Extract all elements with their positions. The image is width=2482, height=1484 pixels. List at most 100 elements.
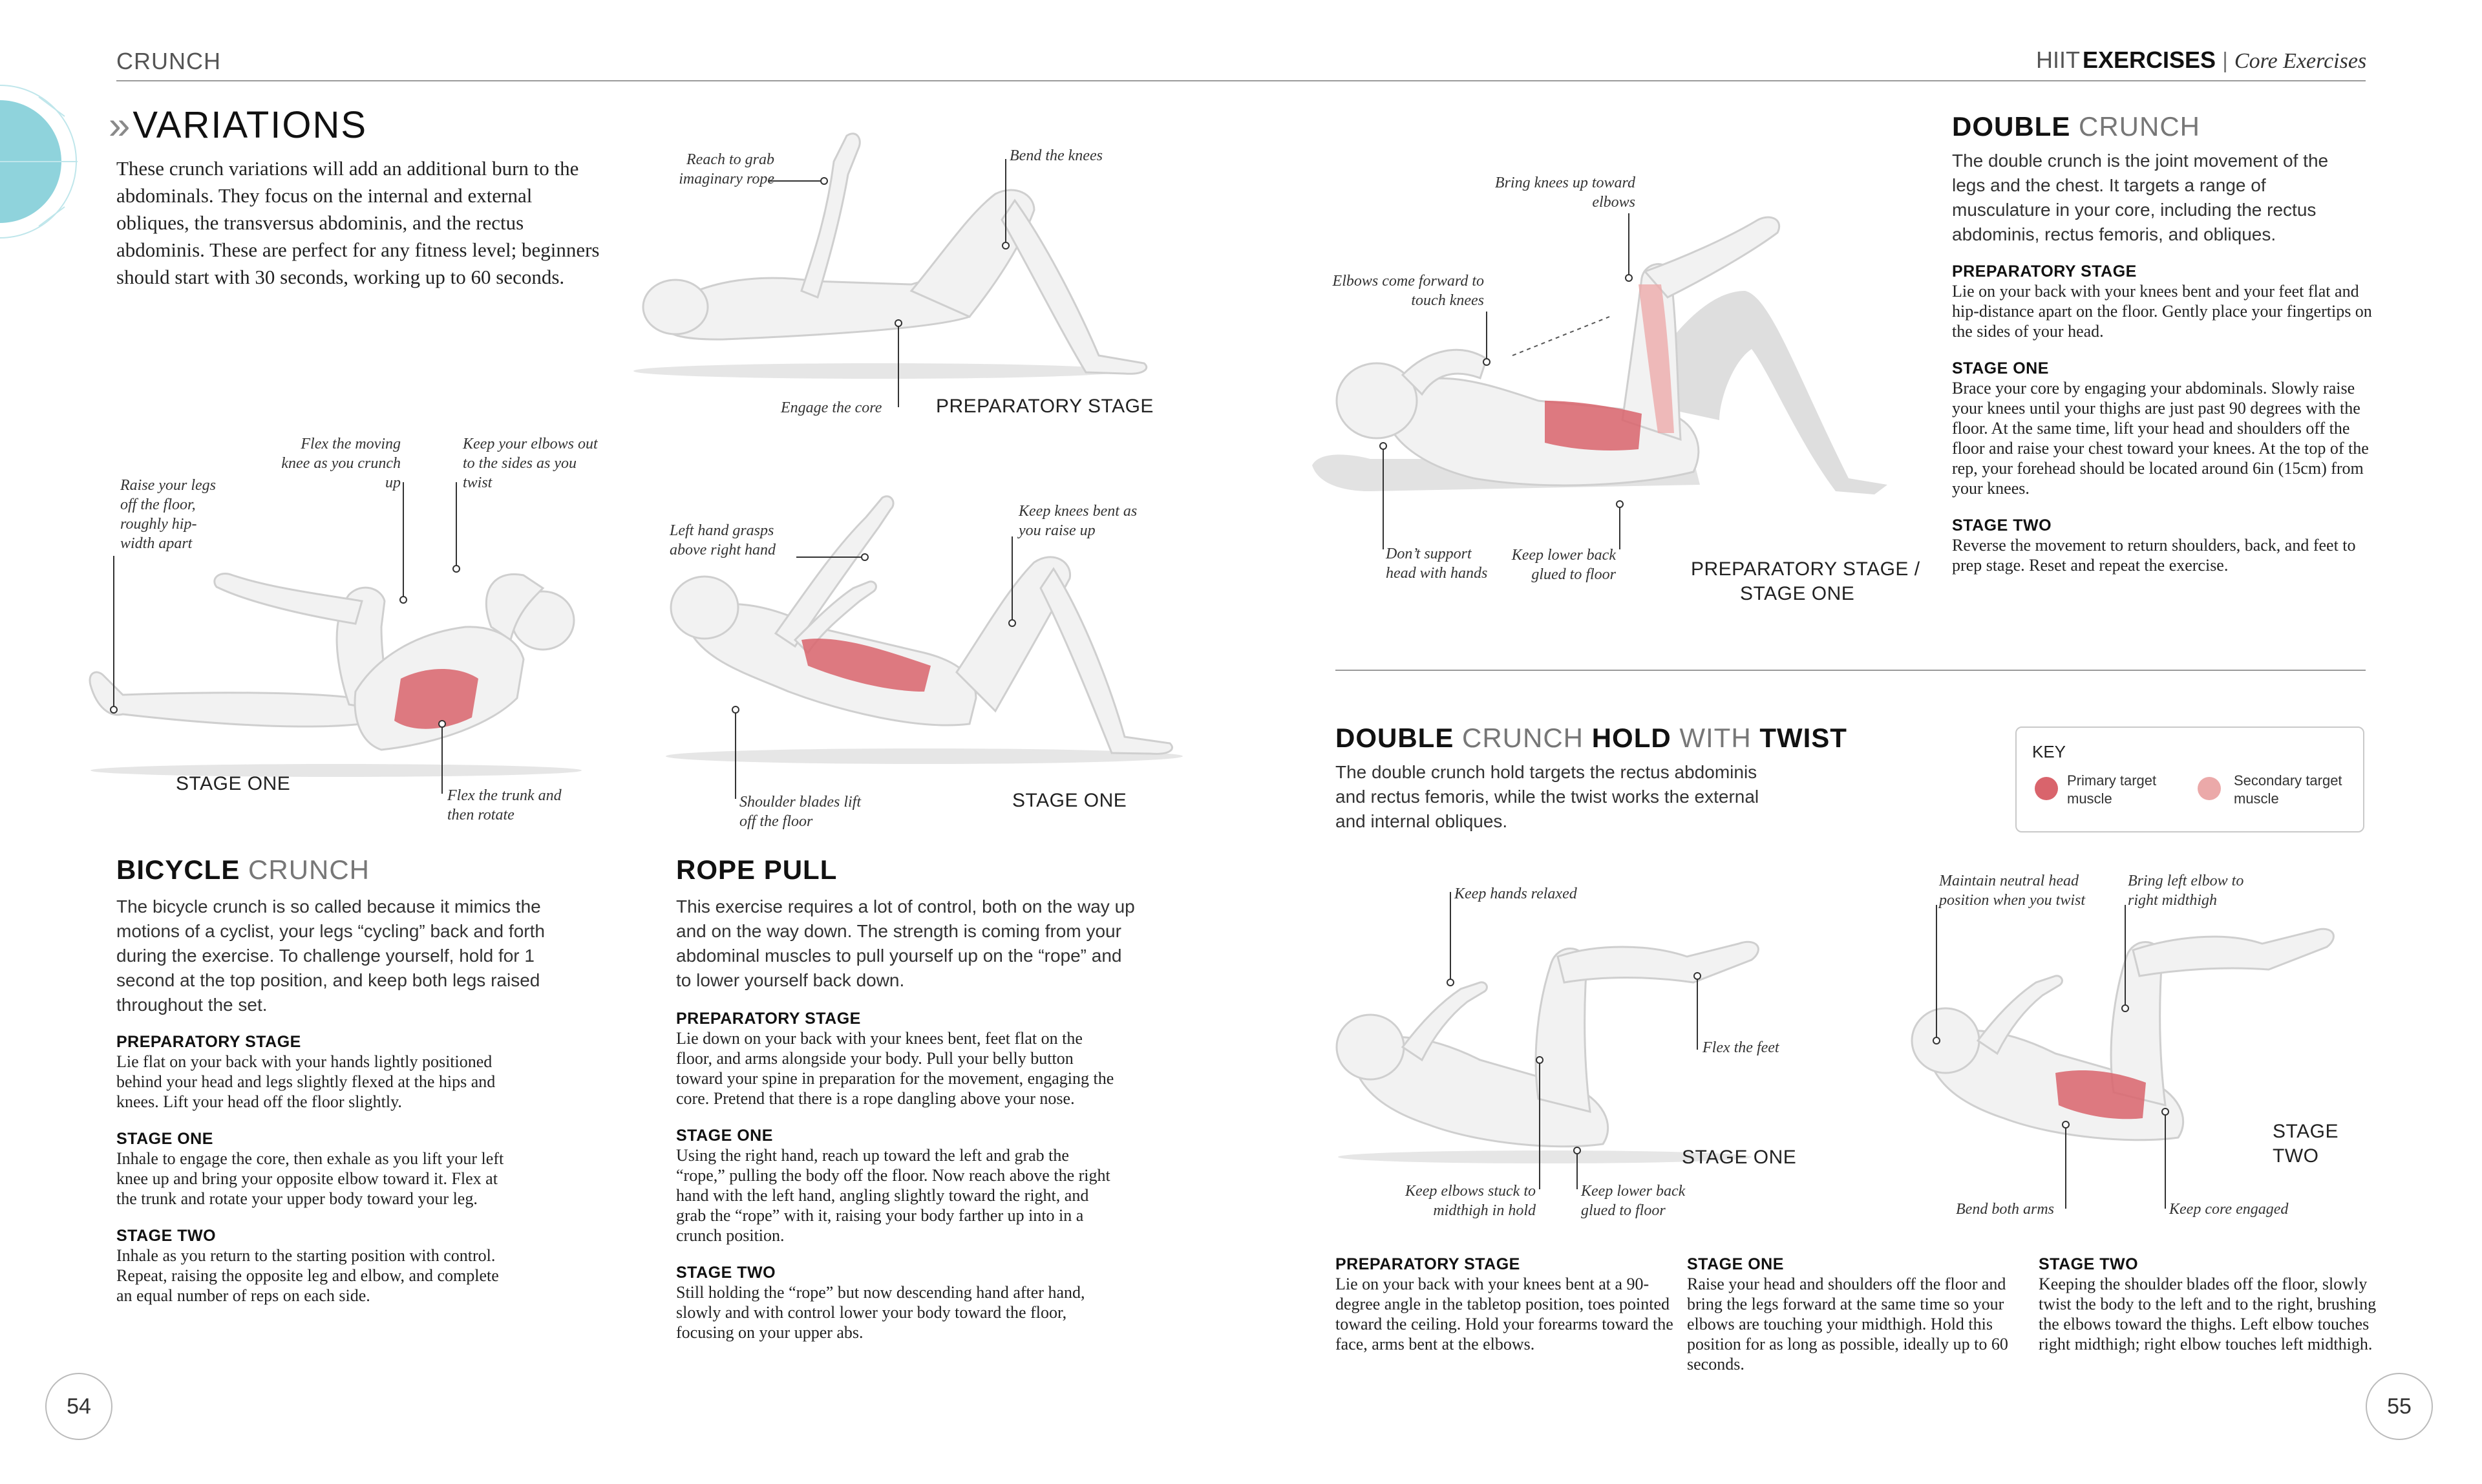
bicycle-intro: The bicycle crunch is so called because …: [116, 896, 545, 1015]
bicycle-note-trunk: Flex the trunk and then rotate: [447, 787, 562, 823]
hold-step-heading: STAGE ONE: [1687, 1255, 1784, 1273]
rope-step-heading: STAGE ONE: [676, 1127, 773, 1145]
page-number-left: 54: [45, 1373, 112, 1440]
rope-step-heading: STAGE TWO: [676, 1264, 776, 1282]
section-tab-decoration: [0, 85, 78, 238]
primary-swatch: [2035, 777, 2058, 800]
header-divider: |: [2222, 48, 2228, 73]
double-crunch-illustration: [1312, 216, 1887, 494]
double-title-bold: DOUBLE: [1952, 111, 2071, 142]
hold1-note-back: Keep lower back glued to floor: [1581, 1183, 1686, 1219]
double-step-heading: STAGE ONE: [1952, 359, 2049, 377]
chevron-icon: »: [109, 103, 131, 147]
bicycle-title-light: CRUNCH: [248, 854, 370, 885]
double-crunch-intro: The double crunch is the joint movement …: [1952, 151, 2329, 244]
hold-step-text: Lie on your back with your knees bent at…: [1335, 1275, 1673, 1353]
page-number-right: 55: [2366, 1373, 2433, 1440]
variations-heading: » VARIATIONS: [109, 103, 367, 147]
hold-step-text: Keeping the shoulder blades off the floo…: [2039, 1275, 2377, 1353]
key-title: KEY: [2032, 742, 2066, 761]
rope-pull-intro: This exercise requires a lot of control,…: [676, 896, 1135, 990]
header-chapter: Core Exercises: [2234, 49, 2367, 73]
hold1-note-elbows: Keep elbows stuck to midthigh in hold: [1405, 1183, 1536, 1219]
bicycle-step-heading: STAGE ONE: [116, 1130, 213, 1148]
rope-pull-stage-illustration: [666, 495, 1183, 764]
rope-prep-stage-label: PREPARATORY STAGE: [936, 396, 1154, 417]
rope-prep-note-core: Engage the core: [781, 399, 882, 416]
double-stage-label-2: STAGE ONE: [1740, 583, 1855, 604]
variations-intro: These crunch variations will add an addi…: [116, 157, 600, 288]
hold-step-col-3: STAGE TWO Keeping the shoulder blades of…: [2039, 1255, 2381, 1354]
double-note-back: Keep lower back glued to floor: [1511, 547, 1616, 583]
double-stage-label-1: PREPARATORY STAGE /: [1691, 558, 1920, 580]
double-step-heading: STAGE TWO: [1952, 516, 2052, 535]
hold-title-2: CRUNCH: [1462, 723, 1584, 753]
rope-stage-label: STAGE ONE: [1012, 790, 1127, 811]
hold1-stage-label: STAGE ONE: [1682, 1147, 1797, 1168]
secondary-swatch: [2198, 777, 2221, 800]
bicycle-title-bold: BICYCLE: [116, 854, 240, 885]
hold-stage-two-illustration: [1911, 928, 2335, 1141]
hold-step-heading: PREPARATORY STAGE: [1335, 1255, 1520, 1273]
running-header-right: HIIT EXERCISES | Core Exercises: [2036, 47, 2366, 74]
bicycle-title: BICYCLE CRUNCH: [116, 854, 370, 885]
header-rule-left: [116, 80, 1249, 81]
hold-step-col-2: STAGE ONE Raise your head and shoulders …: [1687, 1255, 2030, 1374]
rope-step-text: Using the right hand, reach up toward th…: [676, 1146, 1110, 1245]
rope-step-heading: PREPARATORY STAGE: [676, 1010, 861, 1028]
variations-title: VARIATIONS: [133, 104, 368, 146]
bicycle-step-heading: PREPARATORY STAGE: [116, 1033, 301, 1051]
rope-prep-note-reach: Reach to grab imaginary rope: [679, 151, 774, 187]
bicycle-note-flex-knee: Flex the moving knee as you crunch up: [281, 436, 401, 491]
rope-prep-note-knees: Bend the knees: [1010, 147, 1103, 164]
hold-title-1: DOUBLE: [1335, 723, 1454, 753]
rope-pull-prep-illustration: [633, 132, 1148, 379]
hold-step-col-1: PREPARATORY STAGE Lie on your back with …: [1335, 1255, 1678, 1354]
hold2-note-head: Maintain neutral head position when you …: [1939, 873, 2086, 909]
double-step-heading: PREPARATORY STAGE: [1952, 262, 2137, 281]
rope-stage-note-knees: Keep knees bent as you raise up: [1019, 503, 1138, 539]
double-title-light: CRUNCH: [2079, 111, 2201, 142]
double-step-text: Brace your core by engaging your abdomin…: [1952, 379, 2369, 498]
rope-stage-note-shoulder: Shoulder blades lift off the floor: [739, 794, 861, 830]
key-primary-label: Primary target muscle: [2067, 772, 2157, 807]
bicycle-crunch-illustration: [89, 573, 582, 777]
hold-step-heading: STAGE TWO: [2039, 1255, 2139, 1273]
rope-step-text: Lie down on your back with your knees be…: [676, 1029, 1114, 1108]
hold-title-3: HOLD: [1591, 723, 1671, 753]
rope-pull-steps: PREPARATORY STAGE Lie down on your back …: [676, 1010, 1116, 1342]
hold2-stage-label-1: STAGE: [2273, 1121, 2339, 1142]
double-crunch-steps: PREPARATORY STAGE Lie on your back with …: [1952, 262, 2372, 575]
bicycle-step-heading: STAGE TWO: [116, 1227, 217, 1245]
double-crunch-title: DOUBLE CRUNCH: [1952, 111, 2200, 142]
header-prefix: HIIT: [2036, 47, 2080, 73]
bicycle-step-text: Inhale as you return to the starting pos…: [116, 1246, 499, 1305]
hold1-note-feet: Flex the feet: [1702, 1039, 1779, 1056]
header-section: EXERCISES: [2083, 47, 2216, 73]
bicycle-stage-label: STAGE ONE: [176, 773, 291, 794]
muscle-key: KEY Primary target muscle Secondary targ…: [2015, 726, 2364, 832]
hold-title-4: WITH: [1679, 723, 1752, 753]
section-divider: [1335, 670, 2366, 671]
bicycle-steps: PREPARATORY STAGE Lie flat on your back …: [116, 1033, 504, 1306]
double-step-text: Lie on your back with your knees bent an…: [1952, 282, 2372, 341]
hold-twist-title: DOUBLE CRUNCH HOLD WITH TWIST: [1335, 723, 1847, 754]
rope-step-text: Still holding the “rope” but now descend…: [676, 1283, 1085, 1342]
hold-stage-one-illustration: [1335, 940, 1759, 1163]
hold1-note-hands: Keep hands relaxed: [1454, 885, 1577, 902]
bicycle-step-text: Inhale to engage the core, then exhale a…: [116, 1149, 504, 1208]
hold2-stage-label-2: TWO: [2273, 1145, 2319, 1167]
bicycle-note-elbows: Keep your elbows out to the sides as you…: [463, 436, 598, 491]
bicycle-note-raise: Raise your legs off the floor, roughly h…: [120, 477, 216, 552]
header-rule-right: [1249, 80, 2366, 81]
double-step-text: Reverse the movement to return shoulders…: [1952, 536, 2356, 575]
rope-pull-title: ROPE PULL: [676, 854, 837, 885]
hold-step-text: Raise your head and shoulders off the fl…: [1687, 1275, 2008, 1373]
hold2-note-core: Keep core engaged: [2169, 1201, 2289, 1218]
